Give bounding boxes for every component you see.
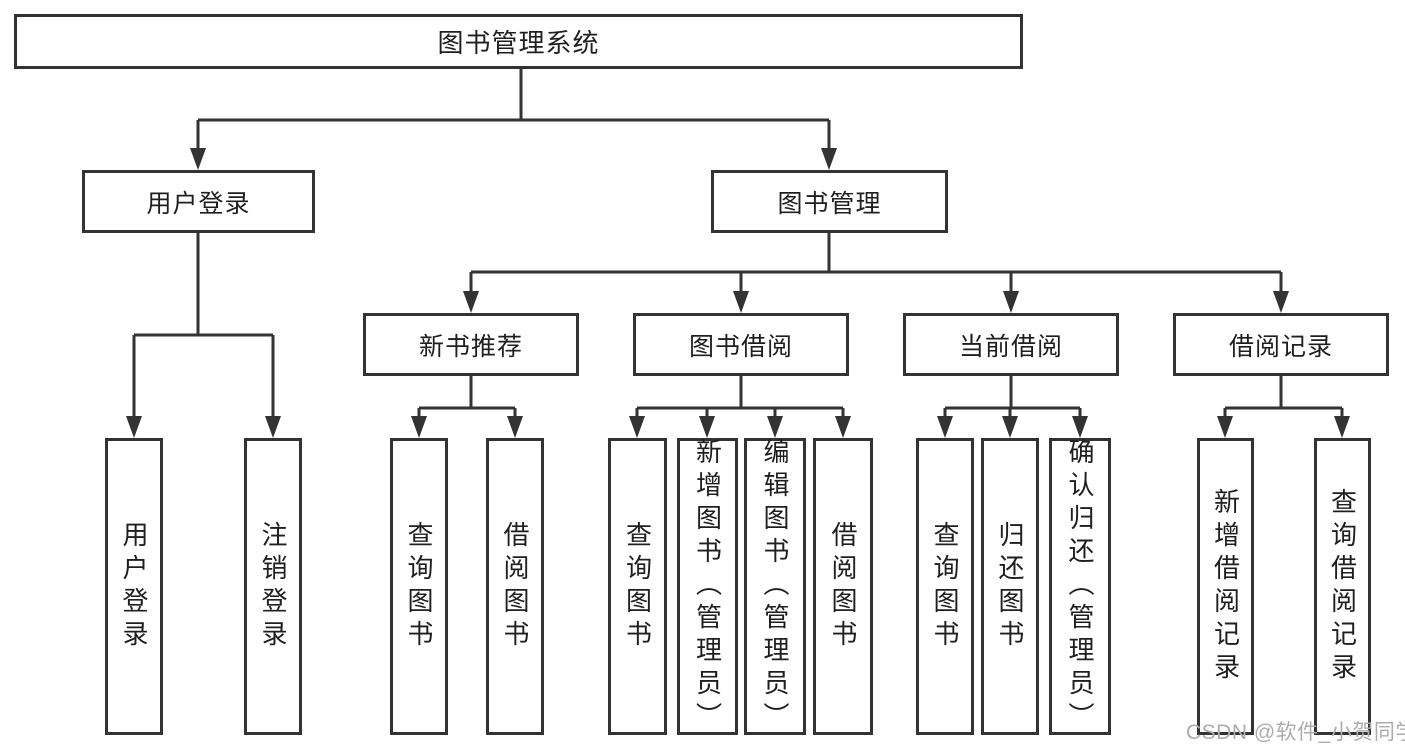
leaf-add-book-admin: 新增图书（管理员） (677, 438, 738, 735)
node-library-system: 图书管理系统 (14, 14, 1023, 69)
leaf-borrow-book-recommend-label: 借阅图书 (500, 520, 530, 653)
node-current-borrowing: 当前借阅 (903, 313, 1119, 376)
leaf-edit-book-admin: 编辑图书（管理员） (744, 438, 806, 735)
leaf-user-login-label: 用户登录 (119, 520, 149, 653)
leaf-add-borrow-record-label: 新增借阅记录 (1210, 487, 1241, 686)
leaf-query-book-recommend-label: 查询图书 (404, 520, 434, 653)
leaf-return-book: 归还图书 (981, 438, 1039, 735)
leaf-query-borrow-record-label: 查询借阅记录 (1327, 487, 1358, 686)
leaf-query-book-borrow: 查询图书 (608, 438, 667, 735)
leaf-confirm-return-admin: 确认归还（管理员） (1049, 438, 1111, 735)
node-user-login: 用户登录 (82, 170, 315, 233)
node-user-login-label: 用户登录 (146, 189, 251, 218)
leaf-query-book-current-label: 查询图书 (930, 520, 960, 653)
node-book-management-label: 图书管理 (777, 189, 882, 218)
leaf-user-login: 用户登录 (105, 438, 163, 735)
node-new-book-recommendation: 新书推荐 (363, 313, 579, 376)
leaf-borrow-book-label: 借阅图书 (828, 520, 858, 653)
leaf-confirm-return-admin-label: 确认归还（管理员） (1065, 438, 1095, 735)
node-book-borrowing-label: 图书借阅 (688, 332, 793, 361)
leaf-borrow-book: 借阅图书 (813, 438, 873, 735)
leaf-add-book-admin-label: 新增图书（管理员） (692, 438, 723, 735)
leaf-logout-label: 注销登录 (258, 520, 288, 653)
node-current-borrowing-label: 当前借阅 (958, 332, 1063, 361)
leaf-query-borrow-record: 查询借阅记录 (1314, 438, 1371, 735)
leaf-add-borrow-record: 新增借阅记录 (1197, 438, 1254, 735)
leaf-query-book-recommend: 查询图书 (390, 438, 448, 735)
leaf-return-book-label: 归还图书 (995, 520, 1025, 653)
node-new-book-recommendation-label: 新书推荐 (418, 332, 523, 361)
csdn-watermark: CSDN @软件_小贺同学 (1186, 721, 1405, 744)
leaf-edit-book-admin-label: 编辑图书（管理员） (760, 438, 790, 735)
leaf-logout: 注销登录 (244, 438, 302, 735)
node-borrowing-records-label: 借阅记录 (1228, 332, 1333, 361)
leaf-borrow-book-recommend: 借阅图书 (486, 438, 544, 735)
leaf-query-book-current: 查询图书 (916, 438, 974, 735)
node-book-management: 图书管理 (711, 170, 948, 233)
leaf-query-book-borrow-label: 查询图书 (622, 520, 653, 653)
node-book-borrowing: 图书借阅 (633, 313, 849, 376)
node-borrowing-records: 借阅记录 (1173, 313, 1389, 376)
node-library-system-label: 图书管理系统 (437, 28, 600, 58)
